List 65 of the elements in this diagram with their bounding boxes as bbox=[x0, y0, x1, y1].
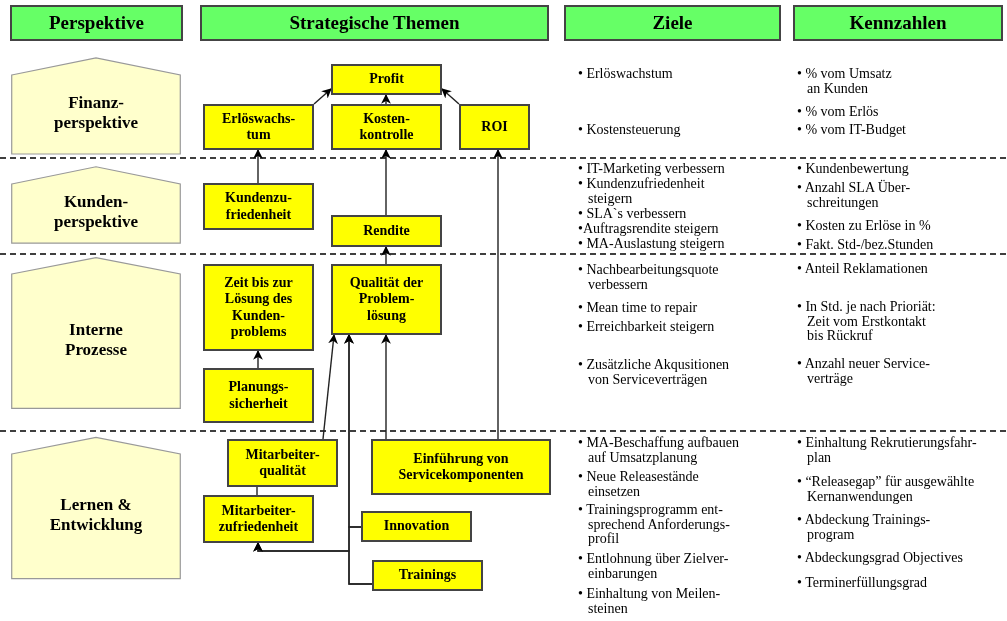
connector-line bbox=[256, 486, 258, 496]
column-header: Ziele bbox=[564, 5, 781, 41]
theme-box: Profit bbox=[331, 64, 442, 95]
bullet-item: • Mean time to repair bbox=[577, 301, 699, 316]
theme-box: Kundenzu- friedenheit bbox=[203, 183, 314, 230]
theme-box: Mitarbeiter- zufriedenheit bbox=[203, 495, 314, 543]
bullet-item: • Fakt. Std-/bez.Stunden bbox=[796, 238, 935, 253]
theme-box: Rendite bbox=[331, 215, 442, 247]
arrow bbox=[381, 334, 391, 440]
arrow bbox=[381, 149, 391, 216]
bullet-item: • Trainingsprogramm ent- sprechend Anforderungs- profil bbox=[577, 503, 731, 548]
bullet-item: • Kosten zu Erlöse in % bbox=[796, 219, 932, 234]
theme-box: Mitarbeiter- qualität bbox=[227, 439, 338, 487]
bullet-item: • Terminerfüllungsgrad bbox=[796, 576, 929, 591]
arrow bbox=[441, 88, 460, 105]
arrow bbox=[253, 542, 373, 585]
theme-box: ROI bbox=[459, 104, 530, 150]
theme-box: Qualität der Problem- lösung bbox=[331, 264, 442, 335]
bullet-item: • “Releasegap” für ausgewählte Kernanwendungen bbox=[796, 475, 976, 505]
arrow bbox=[381, 94, 391, 105]
bullet-item: • Abdeckung Trainings- program bbox=[796, 513, 932, 543]
bullet-item: • Einhaltung von Meilen- steinen bbox=[577, 587, 722, 617]
perspective-banner: Kunden- perspektive bbox=[10, 166, 182, 244]
column-header: Perspektive bbox=[10, 5, 183, 41]
bullet-item: • Anzahl neuer Service- verträge bbox=[796, 357, 931, 387]
bullet-item: • Nachbearbeitungsquote verbessern bbox=[577, 263, 720, 293]
bullet-item: • % vom IT-Budget bbox=[796, 123, 907, 138]
theme-box: Kosten- kontrolle bbox=[331, 104, 442, 150]
bullet-item: • Zusätzliche Akqusitionen von Serviceverträgen bbox=[577, 358, 731, 388]
bullet-item: • In Std. je nach Prioriät: Zeit vom Erstkontakt bis Rückruf bbox=[796, 300, 937, 345]
bullet-item: • Einhaltung Rekrutierungsfahr- plan bbox=[796, 436, 978, 466]
bullet-item: • Kundenzufriedenheit steigern bbox=[577, 177, 706, 207]
bullet-item: • Entlohnung über Zielver- einbarungen bbox=[577, 552, 730, 582]
theme-box: Planungs- sicherheit bbox=[203, 368, 314, 423]
arrow bbox=[493, 149, 503, 440]
perspective-banner: Lernen & Entwicklung bbox=[10, 436, 182, 580]
bullet-item: • Anteil Reklamationen bbox=[796, 262, 929, 277]
bullet-item: • Kostensteuerung bbox=[577, 123, 682, 138]
bullet-item: • IT-Marketing verbessern bbox=[577, 162, 726, 177]
bullet-item: • Erlöswachstum bbox=[577, 67, 674, 82]
theme-box: Zeit bis zur Lösung des Kunden- problems bbox=[203, 264, 314, 351]
arrow bbox=[313, 88, 332, 105]
bullet-item: • Kundenbewertung bbox=[796, 162, 910, 177]
bullet-item: • MA-Beschaffung aufbauen auf Umsatzplanung bbox=[577, 436, 740, 466]
bullet-item: • Neue Releasestände einsetzen bbox=[577, 470, 700, 500]
arrow bbox=[381, 246, 391, 265]
arrow bbox=[253, 350, 263, 369]
bullet-item: • Abdeckungsgrad Objectives bbox=[796, 551, 964, 566]
theme-box: Trainings bbox=[372, 560, 483, 591]
bullet-item: •Auftragsrendite steigern bbox=[577, 222, 720, 237]
arrow bbox=[253, 149, 263, 184]
bullet-item: • Erreichbarkeit steigern bbox=[577, 320, 716, 335]
theme-box: Einführung von Servicekomponenten bbox=[371, 439, 551, 495]
bullet-item: • Anzahl SLA Über- schreitungen bbox=[796, 181, 912, 211]
perspective-banner: Interne Prozesse bbox=[10, 256, 182, 410]
bullet-item: • % vom Erlös bbox=[796, 105, 880, 120]
bullet-item: • MA-Auslastung steigern bbox=[577, 237, 726, 252]
theme-box: Innovation bbox=[361, 511, 472, 542]
theme-box: Erlöswachs- tum bbox=[203, 104, 314, 150]
bullet-item: • SLA`s verbessern bbox=[577, 207, 688, 222]
column-header: Kennzahlen bbox=[793, 5, 1003, 41]
perspective-banner: Finanz- perspektive bbox=[10, 57, 182, 155]
column-header: Strategische Themen bbox=[200, 5, 549, 41]
arrow bbox=[322, 334, 338, 440]
bullet-item: • % vom Umsatz an Kunden bbox=[796, 67, 893, 97]
